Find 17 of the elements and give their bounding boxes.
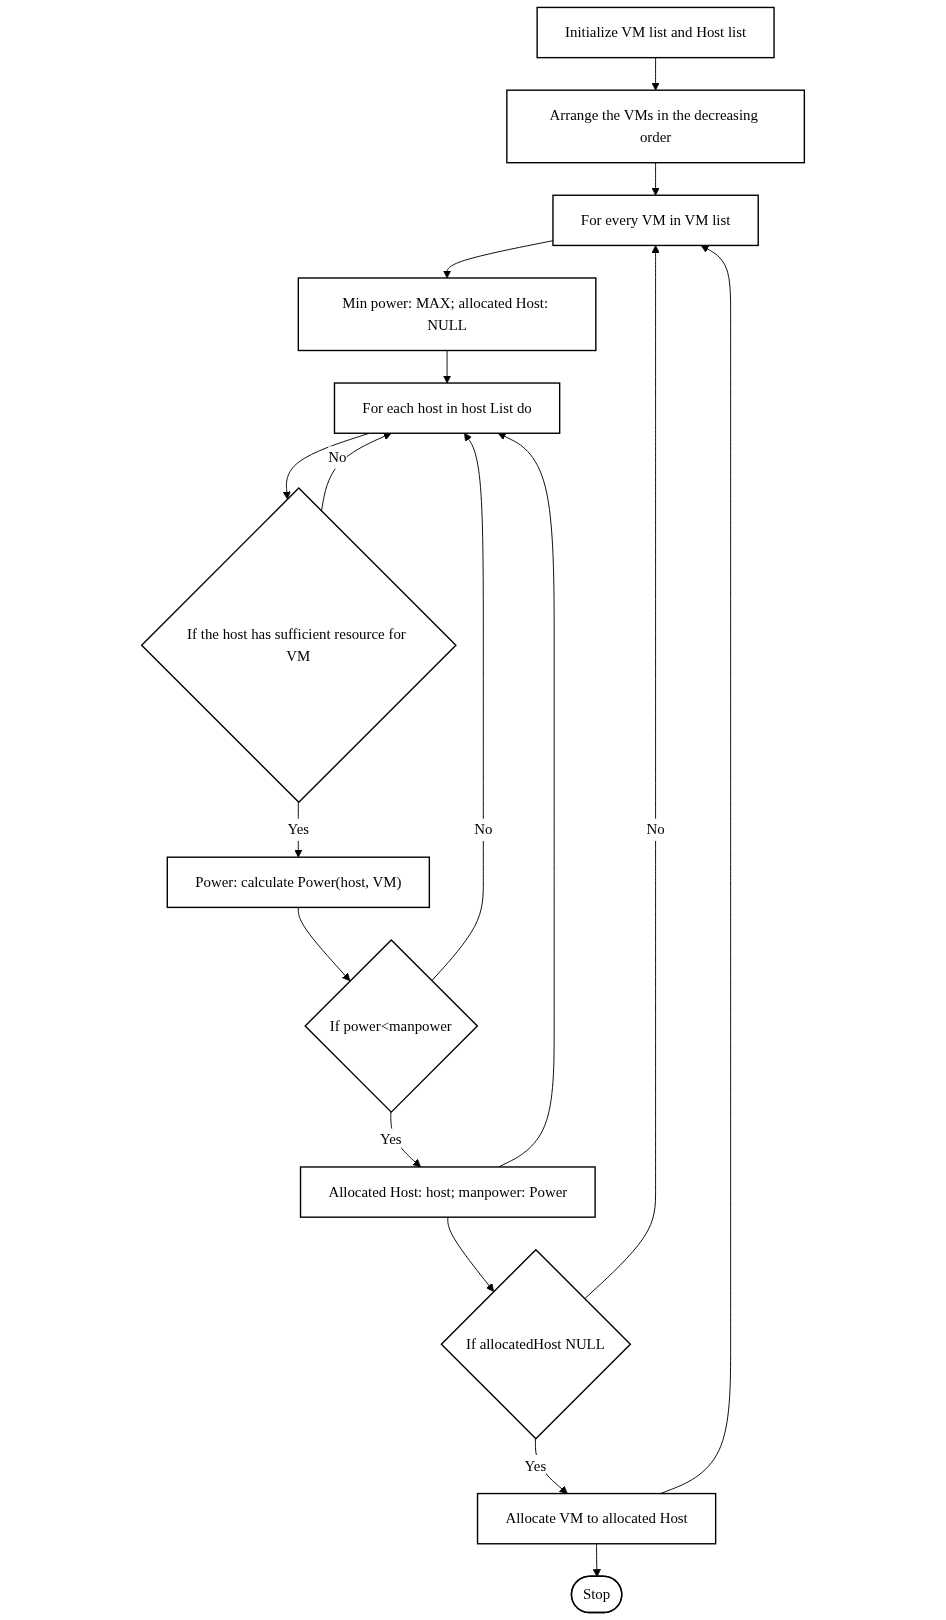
node-box: Allocated Host: host; manpower: Power <box>299 1166 596 1218</box>
edge-label: Yes <box>524 1457 547 1474</box>
node-diamond: If power<manpower <box>304 938 479 1114</box>
node-diamond: If the host has sufficient resource for VM <box>140 487 457 804</box>
edge-label: No <box>474 821 493 838</box>
node-box: Arrange the VMs in the decreasing order <box>506 89 806 164</box>
node-box: For every VM in VM list <box>552 194 759 247</box>
node-box: Initialize VM list and Host list <box>536 6 775 59</box>
edge-label: Yes <box>379 1131 402 1147</box>
node-diamond: If allocatedHost NULL <box>440 1248 632 1440</box>
edge-label: No <box>646 821 665 838</box>
node-box: Min power: MAX; allocated Host: NULL <box>297 277 597 352</box>
node-box: Power: calculate Power(host, VM) <box>166 856 431 909</box>
edge-label: No <box>328 449 347 465</box>
node-box: Allocate VM to allocated Host <box>476 1492 717 1545</box>
edge-label: Yes <box>287 821 310 838</box>
node-box: For each host in host List do <box>333 382 561 434</box>
